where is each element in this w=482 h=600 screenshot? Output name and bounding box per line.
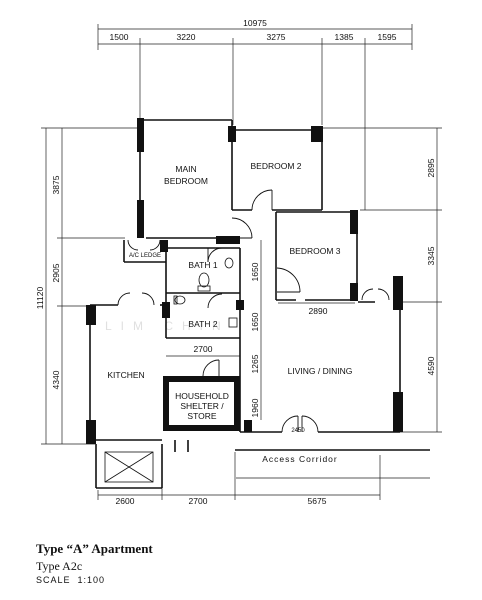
dim-right-3: 4590 <box>426 356 436 375</box>
dim-top-4: 1385 <box>335 32 354 42</box>
doors <box>117 189 390 433</box>
household-shelter-label-line2: SHELTER / <box>180 401 224 411</box>
dim-interior-3: 1265 <box>250 354 260 373</box>
dim-top-5: 1595 <box>378 32 397 42</box>
dim-left-1: 3875 <box>51 175 61 194</box>
dim-interior-2: 1650 <box>250 312 260 331</box>
household-shelter-label-line1: HOUSEHOLD <box>175 391 229 401</box>
apartment-title: Type “A” Apartment <box>36 541 153 556</box>
scale-label-text: SCALE <box>36 575 71 585</box>
fixtures <box>104 257 238 483</box>
dim-top-1: 1500 <box>110 32 129 42</box>
apartment-type: Type A2c <box>36 559 83 573</box>
dim-left-3: 4340 <box>51 370 61 389</box>
dim-left-2: 2905 <box>51 263 61 282</box>
ac-ledge-label: A/C LEDGE <box>129 253 161 259</box>
dim-interior-5: 2700 <box>194 344 213 354</box>
main-bedroom-label-line1: MAIN <box>175 164 196 174</box>
kitchen-label: KITCHEN <box>107 370 144 380</box>
walls <box>89 119 430 489</box>
dim-interior-1: 1650 <box>250 262 260 281</box>
main-bedroom-label-line2: BEDROOM <box>164 176 208 186</box>
scale-label: SCALE 1:100 <box>36 575 105 585</box>
bath-1-label: BATH 1 <box>188 260 217 270</box>
dim-interior-6: 2890 <box>309 306 328 316</box>
bedroom-2-label: BEDROOM 2 <box>250 161 301 171</box>
watermark: LIM CHIN <box>105 319 230 333</box>
access-corridor-label: Access Corridor <box>262 454 337 464</box>
dim-bottom-1: 2600 <box>116 496 135 506</box>
household-shelter-label-line3: STORE <box>187 411 216 421</box>
living-dining-label: LIVING / DINING <box>288 366 353 376</box>
dim-bottom-2: 2700 <box>189 496 208 506</box>
dim-top-2: 3220 <box>177 32 196 42</box>
structural-walls <box>86 118 403 444</box>
bedroom-3-label: BEDROOM 3 <box>289 246 340 256</box>
entrance-door-label: 2450 <box>291 428 305 434</box>
dim-right-2: 3345 <box>426 246 436 265</box>
scale-value: 1:100 <box>77 575 106 585</box>
dim-interior-4: 1960 <box>250 398 260 417</box>
dimension-lines <box>41 24 442 500</box>
dim-total-width: 10975 <box>243 18 267 28</box>
dim-bottom-3: 5675 <box>308 496 327 506</box>
bath-2-label: BATH 2 <box>188 319 217 329</box>
dim-left-total: 11120 <box>35 287 45 310</box>
dim-top-3: 3275 <box>267 32 286 42</box>
dim-right-1: 2895 <box>426 158 436 177</box>
